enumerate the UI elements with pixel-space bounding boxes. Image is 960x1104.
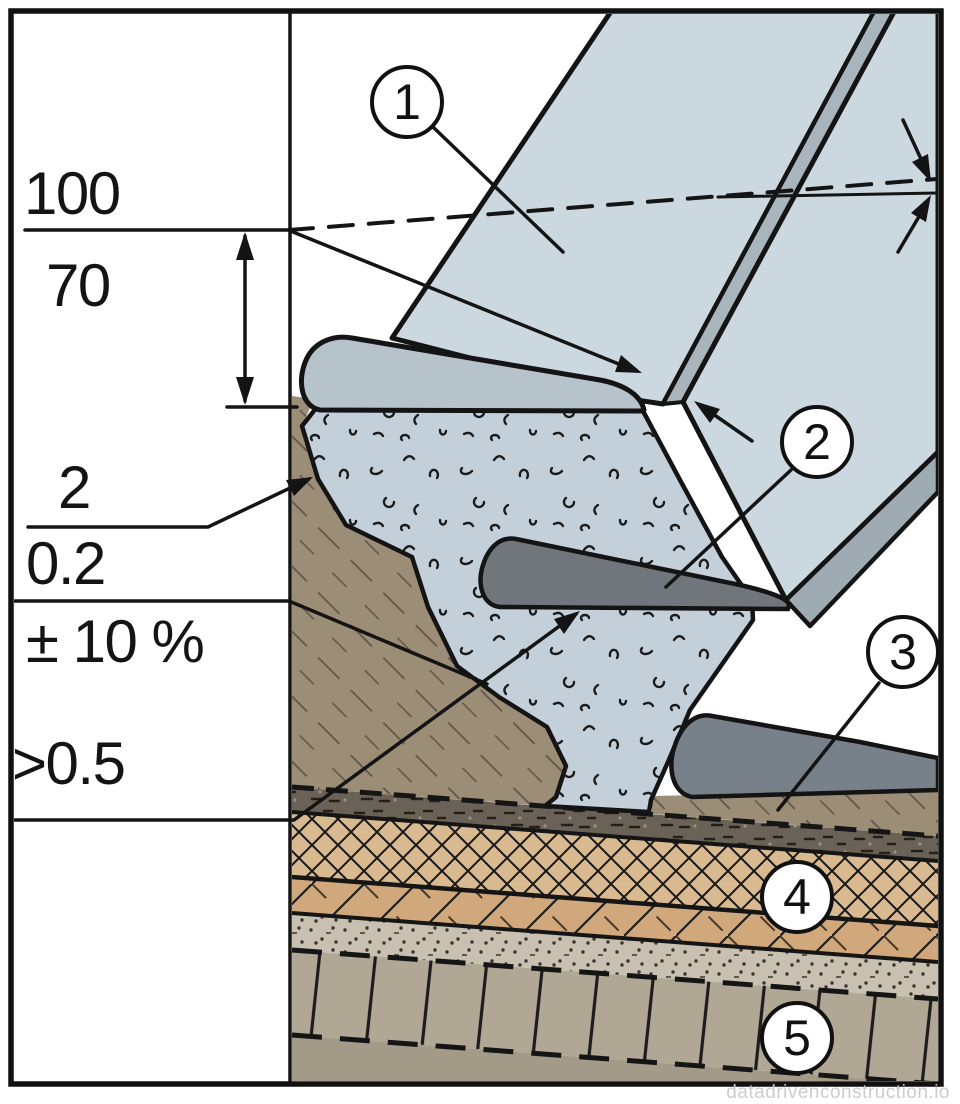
slab-side-face [783,449,938,629]
base-hatch [292,877,938,962]
arrowheads [236,154,931,634]
callout-2: 2 [780,405,854,479]
label-dim-100: 100 [24,160,121,227]
leader-callout-1 [431,125,565,254]
leader-dim-0-5 [14,612,578,822]
layer-gravel-band [292,787,938,861]
callout-3: 3 [866,615,940,689]
step-block-3 [669,713,938,800]
mortar-bed [299,404,756,815]
watermark-text: datadrivenconstruction.io [726,1082,950,1103]
slab-upper [389,14,876,407]
callout-1: 1 [370,65,444,139]
label-dim-min-0-5: >0.5 [12,730,126,797]
callout-5: 5 [760,1001,834,1075]
label-dim-0-2: 0.2 [26,530,106,597]
label-dim-tolerance: ± 10 % [26,608,205,675]
callout-4: 4 [760,860,834,934]
leader-dim-2 [26,477,311,529]
label-dim-2: 2 [58,454,91,521]
page-frame [8,8,944,1087]
leader-callout-2 [664,468,793,589]
dimension-lines [14,118,938,822]
fines-dots [292,913,938,999]
step-block-1 [298,334,647,414]
step-block-2 [478,536,792,612]
slab-assembly [389,14,938,629]
soil-strip-hatch [652,790,938,836]
leader-joint-left [291,230,638,373]
label-dim-70: 70 [46,252,111,319]
step-blocks [298,334,938,800]
actual-grade-line [716,191,938,199]
leader-callout-3 [776,681,881,812]
nominal-grade-dashed-line [287,177,938,232]
soil-mass [292,396,566,806]
